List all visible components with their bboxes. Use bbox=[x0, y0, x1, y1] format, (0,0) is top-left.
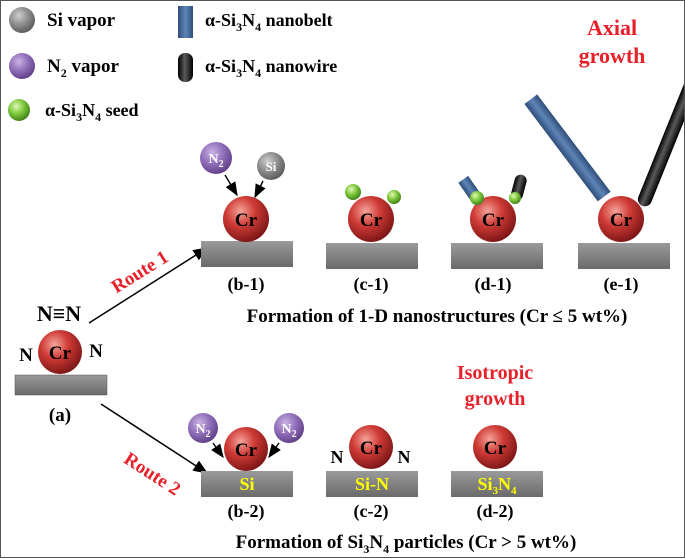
route2-label: Route 2 bbox=[120, 448, 184, 500]
cr-label-e1: Cr bbox=[610, 210, 633, 231]
si-label-b1: Si bbox=[266, 159, 277, 174]
route1-arrow bbox=[88, 247, 209, 324]
step-label-d2: (d-2) bbox=[477, 501, 514, 522]
n2-vapor-ball-b2-left bbox=[188, 413, 218, 443]
substrate-a bbox=[14, 374, 108, 396]
substrate-c2 bbox=[326, 471, 418, 497]
cr-ball-d2 bbox=[473, 425, 517, 469]
isotropic-growth-label-2: growth bbox=[465, 388, 526, 410]
step-a: N≡N Cr N N (a) bbox=[14, 301, 108, 426]
cr-label-a: Cr bbox=[49, 343, 72, 364]
step-c1: Cr (c-1) bbox=[326, 184, 418, 295]
legend: Si vapor N2 vapor α-Si3N4 seed α-Si3N4 n… bbox=[8, 6, 337, 124]
cr-ball-c2 bbox=[349, 425, 393, 469]
nanobelt-e1 bbox=[524, 94, 611, 202]
cr-label-b1: Cr bbox=[235, 210, 258, 231]
n2-vapor-legend-icon bbox=[9, 53, 35, 79]
cr-ball-e1 bbox=[598, 196, 644, 242]
step-label-c2: (c-2) bbox=[354, 501, 389, 522]
legend-n2-vapor: N2 vapor bbox=[47, 56, 120, 80]
cr-label-d2: Cr bbox=[484, 438, 507, 459]
cr-label-c1: Cr bbox=[360, 210, 383, 231]
step-label-e1: (e-1) bbox=[604, 274, 639, 295]
n2-arrow-b2-right bbox=[268, 442, 281, 459]
si-vapor-legend-icon bbox=[9, 7, 35, 33]
step-b2: N2 N2 Si Cr (b-2) bbox=[188, 413, 304, 522]
seed-d1-left bbox=[470, 191, 484, 205]
step-c2: Si-N Cr N N (c-2) bbox=[326, 425, 418, 522]
step-b1: N2 Si Cr (b-1) bbox=[200, 142, 293, 295]
step-e1: Cr (e-1) bbox=[524, 49, 684, 295]
si-vapor-ball-b1 bbox=[257, 152, 285, 180]
n2-arrow-b2-left bbox=[211, 442, 224, 459]
seed-c1-left bbox=[345, 184, 361, 200]
n2-vapor-ball-b1 bbox=[200, 142, 232, 174]
step-label-b2: (b-2) bbox=[228, 501, 265, 522]
seed-d1-right bbox=[509, 192, 521, 204]
route2-arrow bbox=[100, 403, 209, 474]
substrate-b2 bbox=[201, 471, 293, 497]
isotropic-growth-label-1: Isotropic bbox=[457, 362, 533, 384]
cr-ball-b1 bbox=[223, 196, 269, 242]
cr-ball-d1 bbox=[470, 196, 516, 242]
cr-label-c2: Cr bbox=[360, 438, 383, 459]
substrate-e1 bbox=[578, 243, 670, 269]
cr-ball-c1 bbox=[348, 196, 394, 242]
substrate-label-c2: Si-N bbox=[355, 474, 389, 494]
n-right-c2: N bbox=[398, 447, 411, 467]
substrate-d2 bbox=[451, 471, 543, 497]
si-arrow-b1 bbox=[254, 180, 266, 199]
step-label-a: (a) bbox=[49, 405, 71, 426]
cr-label-b2: Cr bbox=[235, 440, 258, 461]
step-label-c1: (c-1) bbox=[354, 274, 389, 295]
seed-c1-right bbox=[387, 190, 401, 204]
nanowire-legend-icon bbox=[178, 53, 193, 82]
axial-growth-label-1: Axial bbox=[587, 15, 637, 40]
substrate-b1 bbox=[201, 241, 293, 267]
cr-label-d1: Cr bbox=[482, 210, 505, 231]
legend-nanobelt: α-Si3N4 nanobelt bbox=[205, 10, 333, 34]
substrate-label-b2: Si bbox=[239, 474, 254, 494]
axial-growth-label-2: growth bbox=[579, 43, 646, 68]
n2-label-b1: N2 bbox=[208, 152, 223, 170]
n-left-c2: N bbox=[331, 447, 344, 467]
legend-si-vapor: Si vapor bbox=[47, 10, 116, 31]
nn-bond-label: N≡N bbox=[37, 301, 81, 326]
n2-vapor-ball-b2-right bbox=[274, 413, 304, 443]
nanobelt-legend-icon bbox=[178, 6, 193, 38]
n-left-a: N bbox=[19, 345, 33, 366]
step-label-b1: (b-1) bbox=[228, 274, 265, 295]
step-d1: Cr (d-1) bbox=[451, 174, 543, 295]
cr-ball-b2 bbox=[224, 427, 268, 471]
substrate-c1 bbox=[326, 243, 418, 269]
substrate-d1 bbox=[451, 243, 543, 269]
step-label-d1: (d-1) bbox=[475, 274, 512, 295]
n-right-a: N bbox=[89, 341, 103, 362]
n2-label-b2-right: N2 bbox=[281, 422, 296, 440]
cr-ball-a bbox=[38, 330, 82, 374]
n2-arrow-b1 bbox=[224, 174, 238, 197]
step-d2: Si3N4 Cr (d-2) bbox=[451, 425, 543, 522]
nanowire-e1 bbox=[637, 49, 684, 207]
legend-nanowire: α-Si3N4 nanowire bbox=[205, 56, 337, 80]
legend-seed: α-Si3N4 seed bbox=[45, 100, 139, 124]
route2-caption: Formation of Si3N4 particles (Cr > 5 wt%… bbox=[236, 532, 577, 556]
substrate-label-d2: Si3N4 bbox=[477, 474, 517, 497]
seed-legend-icon bbox=[8, 99, 30, 121]
n2-label-b2-left: N2 bbox=[195, 422, 210, 440]
route1-caption: Formation of 1-D nanostructures (Cr ≤ 5 … bbox=[247, 306, 628, 327]
